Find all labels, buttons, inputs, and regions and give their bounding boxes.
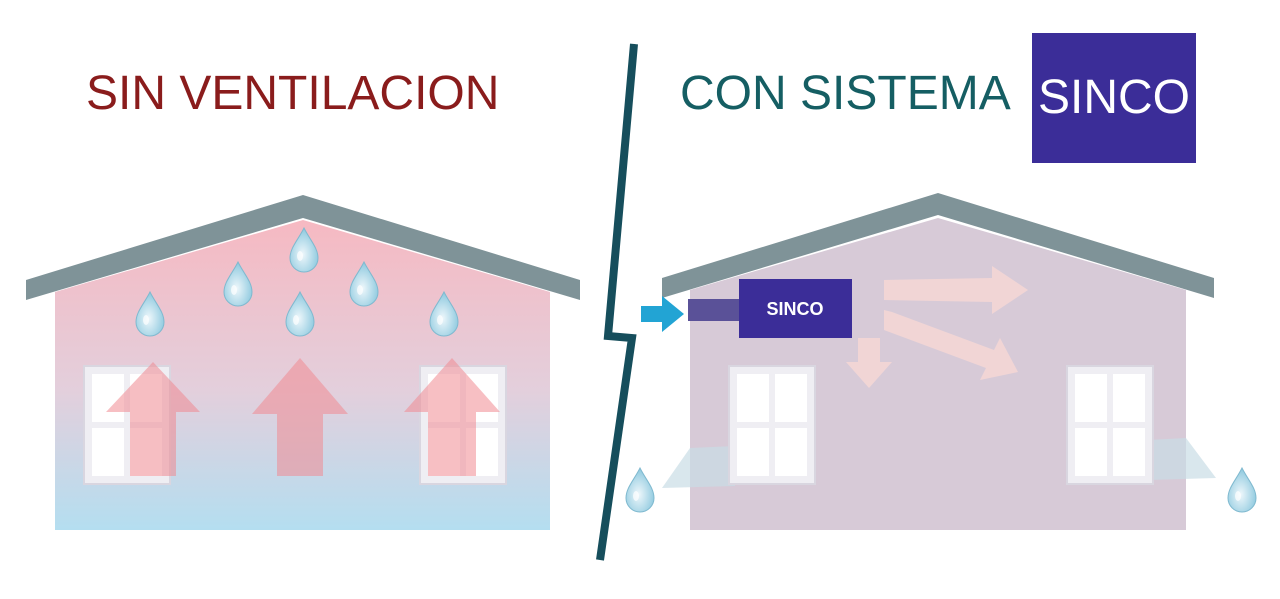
up-arrow-icon [404,358,500,476]
left-panel-title: SIN VENTILACION [86,67,500,120]
exhaust-air-right [1148,438,1216,480]
left-house-roof [26,195,580,300]
inlet-duct [688,299,740,321]
right-window-1 [728,365,816,485]
water-drop-icon [625,467,655,513]
diagonal-arrow-icon [884,310,1018,380]
airflow-arrows [846,266,1028,388]
sinco-unit-box [739,279,852,338]
down-arrow-icon [846,338,892,388]
divider-line [596,43,638,561]
right-house: SINCO [625,193,1257,530]
left-house [26,195,580,530]
right-window-2 [1066,365,1154,485]
inlet-arrow-icon [641,296,684,332]
up-arrow-icon [106,362,200,476]
sinco-unit-label: SINCO [766,299,823,319]
brand-badge: SINCO [1032,33,1196,163]
rising-air-arrows [106,358,500,476]
right-house-roof [662,193,1214,298]
up-arrow-icon [252,358,348,476]
sinco-unit: SINCO [739,279,852,338]
right-arrow-icon [884,266,1028,314]
right-panel-title: CON SISTEMA [680,67,1011,120]
water-drop-icon [1227,467,1257,513]
exhaust-air-left [662,446,735,488]
